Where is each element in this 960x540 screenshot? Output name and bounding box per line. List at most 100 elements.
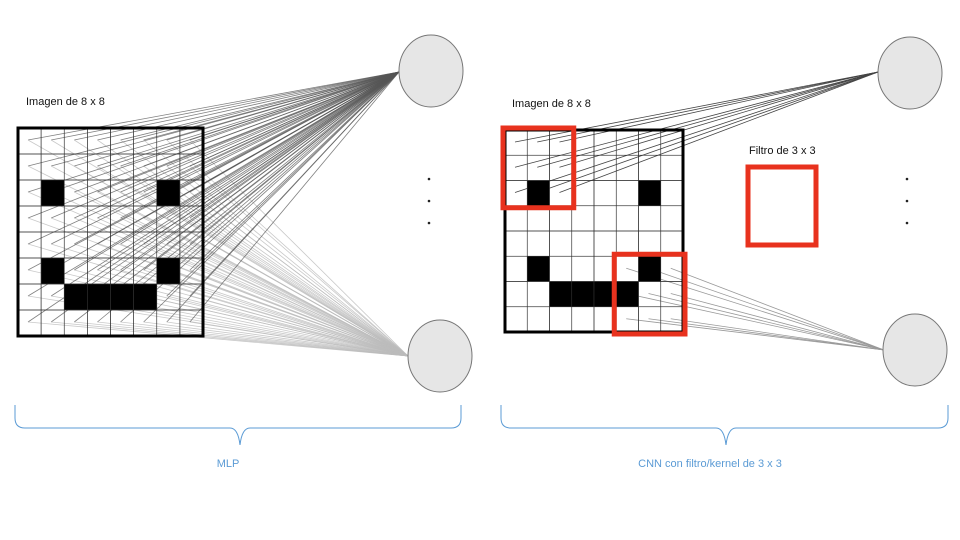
cnn-connection-line	[670, 318, 885, 351]
mlp-connection-line	[166, 71, 400, 323]
filter-window	[500, 125, 577, 211]
mlp-connection-line	[120, 217, 409, 357]
mlp-connection-line	[166, 139, 409, 357]
grid-cell	[549, 129, 573, 156]
mlp-connection-line	[166, 217, 409, 357]
grid-cell	[571, 306, 595, 333]
mlp-connection-line	[143, 165, 409, 357]
mlp-connection-line	[27, 71, 400, 219]
mlp-connection-line	[50, 71, 400, 271]
grid-cell	[549, 306, 573, 333]
mlp-connection-line	[50, 71, 400, 219]
cnn-connection-line	[670, 267, 885, 351]
mlp-connection-line	[74, 71, 400, 297]
grid-cell	[526, 306, 550, 333]
grid-border	[16, 126, 205, 338]
cnn-connection-line	[626, 318, 885, 351]
grid-cell	[17, 283, 42, 311]
mlp-image-label: Imagen de 8 x 8	[26, 96, 105, 108]
grid-cell-filled	[526, 180, 550, 207]
grid-cell	[615, 180, 639, 207]
cnn-connection-line	[648, 318, 885, 351]
mlp-connection-line	[27, 191, 409, 357]
mlp-connection-line	[51, 71, 400, 167]
cnn-connection-line	[537, 71, 879, 193]
mlp-connection-line	[97, 71, 400, 271]
cnn-neuron-bottom	[882, 313, 948, 387]
grid-cell	[504, 230, 528, 257]
mlp-connection-line	[50, 71, 400, 245]
grid-cell	[615, 154, 639, 181]
grid-cell	[549, 154, 573, 181]
cnn-connection-line	[559, 71, 879, 193]
filter-window	[611, 251, 688, 337]
grid-cell	[504, 180, 528, 207]
grid-cell	[660, 180, 684, 207]
cnn-connection-line	[626, 293, 885, 351]
cnn-input-grid	[500, 125, 688, 337]
grid-cell-filled	[549, 281, 573, 308]
grid-cell	[526, 281, 550, 308]
mlp-connection-line	[27, 71, 400, 167]
grid-cell	[615, 306, 639, 333]
mlp-connection-line	[97, 71, 400, 219]
grid-cell	[571, 230, 595, 257]
mlp-connection-line	[166, 321, 409, 357]
grid-cell-filled	[40, 257, 65, 285]
grid-cell-filled	[133, 283, 158, 311]
grid-cell-filled	[87, 283, 111, 311]
grid-cell	[17, 257, 42, 285]
filter-label: Filtro de 3 x 3	[749, 145, 816, 157]
grid-cell	[526, 230, 550, 257]
grid-cell-filled	[110, 283, 134, 311]
mlp-connection-line	[74, 243, 409, 357]
filter-square	[745, 164, 819, 248]
mlp-connection-line	[166, 71, 400, 271]
mlp-connection-line	[97, 321, 409, 357]
cnn-caption: CNN con filtro/kernel de 3 x 3	[638, 458, 782, 470]
cnn-image-label: Imagen de 8 x 8	[512, 98, 591, 110]
mlp-connection-line	[97, 71, 400, 167]
grid-cell-filled	[156, 179, 181, 207]
mlp-connection-line	[120, 321, 409, 357]
mlp-connection-line	[50, 71, 400, 323]
mlp-input-grid	[16, 126, 205, 338]
mlp-connection-line	[189, 295, 409, 357]
grid-cell	[504, 255, 528, 282]
cnn-brace	[500, 405, 949, 446]
cnn-connections	[514, 71, 885, 351]
grid-cell-filled	[571, 281, 595, 308]
mlp-connection-line	[74, 321, 409, 357]
grid-cell	[615, 205, 639, 232]
grid-cell-filled	[526, 255, 550, 282]
grid-cell	[615, 129, 639, 156]
mlp-connection-line	[189, 71, 400, 271]
cnn-connection-line	[670, 293, 885, 351]
mlp-connection-line	[189, 321, 409, 357]
mlp-connection-line	[189, 165, 409, 357]
mlp-connection-line	[74, 71, 400, 193]
mlp-connection-line	[74, 71, 400, 323]
grid-cell	[17, 205, 42, 233]
cnn-connection-line	[514, 71, 879, 193]
grid-cell	[660, 205, 684, 232]
mlp-connection-line	[120, 71, 400, 193]
grid-cell	[593, 205, 617, 232]
grid-cell	[660, 154, 684, 181]
grid-cell-filled	[40, 179, 65, 207]
grid-cell-filled	[638, 180, 662, 207]
mlp-connection-line	[120, 269, 409, 357]
mlp-connection-line	[50, 71, 400, 193]
grid-cell-filled	[156, 257, 181, 285]
grid-cell	[17, 231, 42, 259]
mlp-connection-line	[74, 191, 409, 357]
mlp-neuron-bottom	[407, 319, 473, 393]
grid-cell	[638, 154, 662, 181]
cnn-connection-line	[648, 267, 885, 351]
mlp-connection-line	[74, 139, 409, 357]
grid-cell-filled	[638, 255, 662, 282]
mlp-connection-line	[27, 71, 400, 297]
cnn-connection-line	[537, 71, 879, 168]
cnn-connection-line	[559, 71, 879, 168]
grid-cell	[638, 205, 662, 232]
